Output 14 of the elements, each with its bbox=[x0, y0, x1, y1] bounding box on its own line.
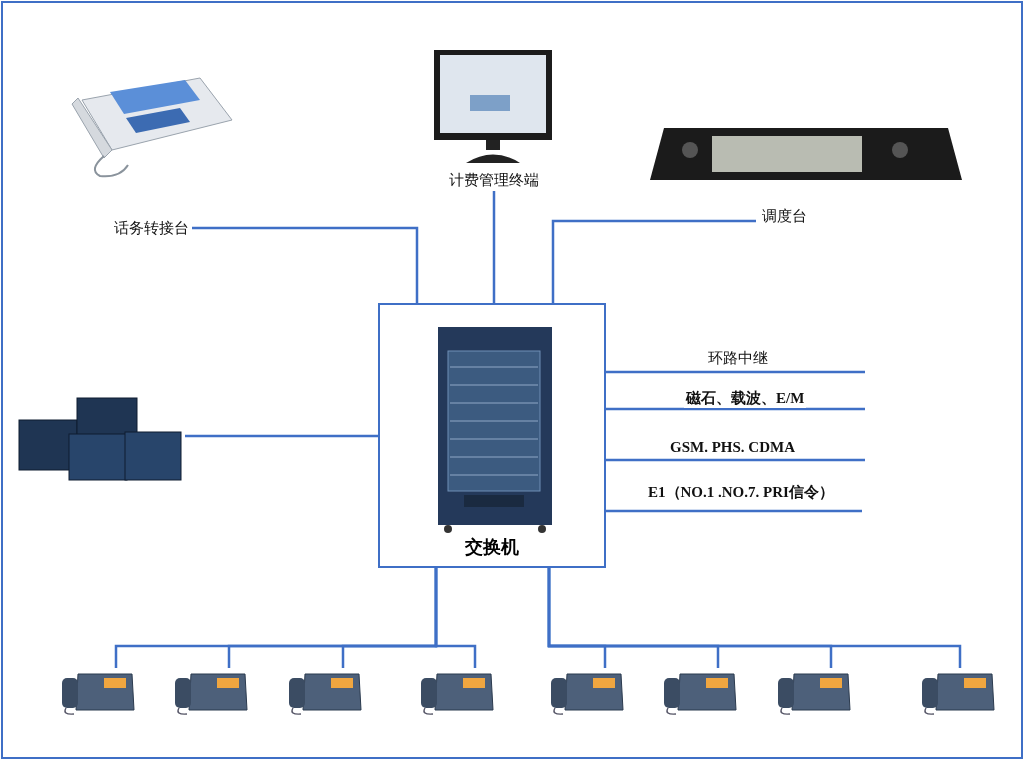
connector-line bbox=[492, 191, 496, 303]
switch-label: 交换机 bbox=[464, 536, 520, 559]
connector-line bbox=[547, 568, 962, 668]
edge-label: 磁石、载波、E/M bbox=[684, 389, 807, 408]
connector-line bbox=[434, 568, 477, 668]
connector-line bbox=[606, 370, 865, 374]
connector-line bbox=[551, 219, 756, 303]
connector-line bbox=[606, 458, 865, 462]
edge-label: 环路中继 bbox=[706, 349, 770, 368]
connector-line bbox=[192, 226, 419, 303]
switch-box bbox=[378, 303, 606, 568]
connector-line bbox=[185, 434, 378, 438]
connector-line bbox=[606, 509, 862, 513]
connector-line bbox=[606, 407, 865, 411]
